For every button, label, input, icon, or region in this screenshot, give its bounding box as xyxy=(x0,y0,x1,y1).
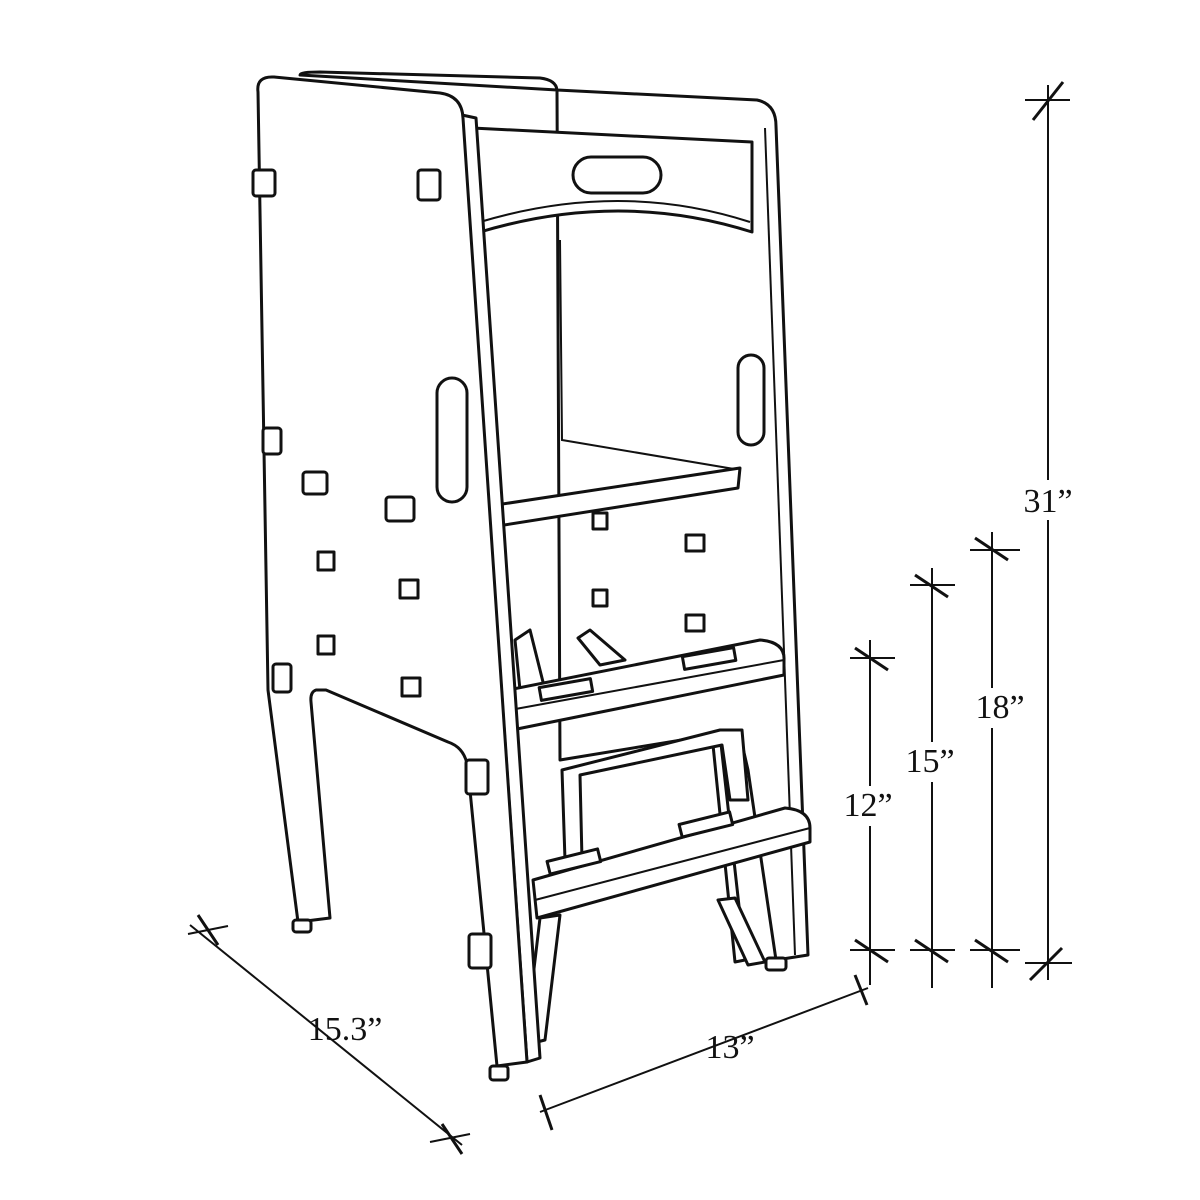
tab-joints xyxy=(251,168,493,970)
dimension-31: 31” xyxy=(1015,81,1085,982)
upper-step xyxy=(506,628,786,732)
dimension-label-15-3: 15.3” xyxy=(308,1011,383,1048)
dimension-label-13: 13” xyxy=(705,1029,754,1066)
dimension-label-15: 15” xyxy=(905,743,954,780)
left-hand-slot xyxy=(435,376,469,504)
handle-hole xyxy=(571,155,663,195)
rear-slots xyxy=(591,511,706,633)
top-crossbar xyxy=(470,126,754,234)
dimension-label-12: 12” xyxy=(843,787,892,824)
left-rear-foot xyxy=(291,918,313,934)
rear-post xyxy=(559,239,741,471)
left-side-panel xyxy=(251,75,542,1082)
dimension-12: 12” xyxy=(838,640,902,985)
right-hand-slot xyxy=(736,353,766,447)
dimension-18: 18” xyxy=(966,532,1026,988)
dimension-15: 15” xyxy=(900,568,960,988)
dimension-15-3: 15.3” xyxy=(187,914,471,1155)
dimension-label-31: 31” xyxy=(1023,483,1072,520)
right-foot xyxy=(764,956,788,972)
left-front-foot xyxy=(488,1064,510,1082)
dimension-13: 13” xyxy=(538,974,869,1131)
dimension-label-18: 18” xyxy=(975,689,1024,726)
